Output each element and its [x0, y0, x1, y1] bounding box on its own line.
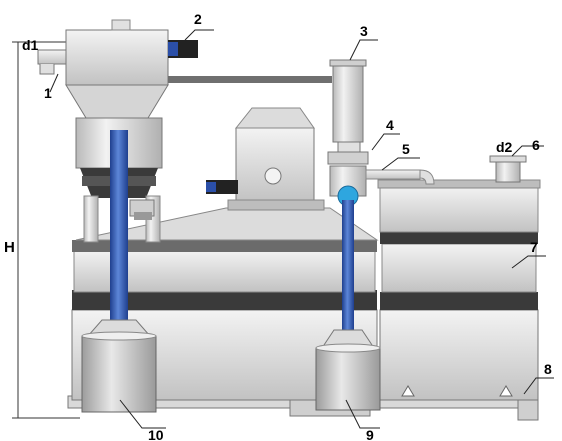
- label-6: 6: [532, 137, 540, 153]
- central-unit: [206, 107, 325, 211]
- transfer-pipe: [168, 76, 332, 83]
- label-9: 9: [366, 427, 374, 441]
- drum-10: [81, 319, 157, 413]
- label-2: 2: [194, 11, 202, 27]
- blue-pipe-left: [110, 130, 128, 320]
- label-4: 4: [386, 117, 394, 133]
- drum-9: [315, 329, 381, 411]
- label-7: 7: [530, 239, 538, 255]
- right-tank: [377, 155, 541, 401]
- leader-lines: [49, 29, 554, 429]
- label-d2: d2: [496, 139, 513, 155]
- height-dimension: [12, 41, 80, 419]
- labels: d1 H 1 2 3 4 5 7 d2 6 8 9 10: [4, 11, 552, 441]
- column-3: [327, 59, 435, 207]
- label-1: 1: [44, 85, 52, 101]
- label-3: 3: [360, 23, 368, 39]
- label-d1: d1: [22, 37, 39, 53]
- inlet-pipe-d1: [37, 49, 67, 75]
- label-8: 8: [544, 361, 552, 377]
- motor-2: [168, 40, 198, 58]
- label-10: 10: [148, 427, 164, 441]
- label-H: H: [4, 239, 15, 256]
- label-5: 5: [402, 141, 410, 157]
- blue-pipe-right: [342, 200, 354, 330]
